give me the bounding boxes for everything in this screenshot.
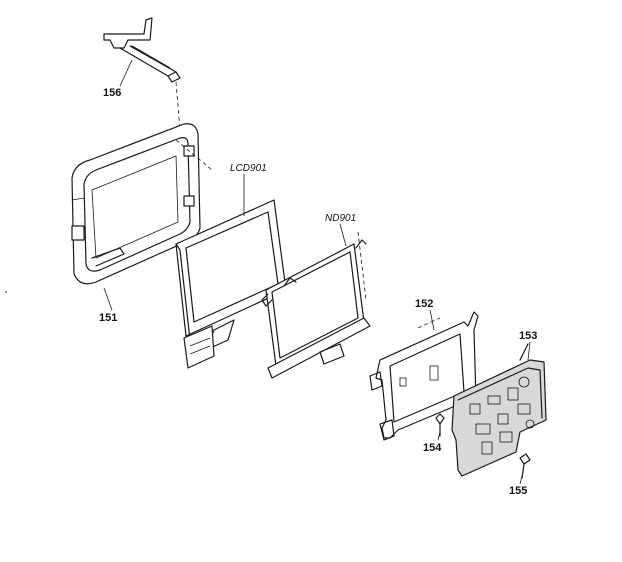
label-151: 151 xyxy=(99,312,117,324)
label-153: 153 xyxy=(519,330,537,342)
label-155: 155 xyxy=(509,485,527,497)
label-nd901: ND901 xyxy=(325,213,356,224)
label-154: 154 xyxy=(423,442,442,454)
part-154-screw xyxy=(435,413,445,437)
leader-lines xyxy=(103,59,531,485)
label-152: 152 xyxy=(415,298,433,310)
part-153-circuit-board xyxy=(451,343,547,477)
label-156: 156 xyxy=(103,87,121,99)
part-nd901-backlight xyxy=(261,231,371,379)
part-lcd901-panel xyxy=(175,199,287,369)
part-155-screw xyxy=(519,453,531,479)
part-151-lcd-cabinet xyxy=(71,123,213,285)
label-lcd901: LCD901 xyxy=(230,163,267,174)
stray-dot xyxy=(5,291,7,293)
part-156-flex-cable xyxy=(103,17,181,131)
